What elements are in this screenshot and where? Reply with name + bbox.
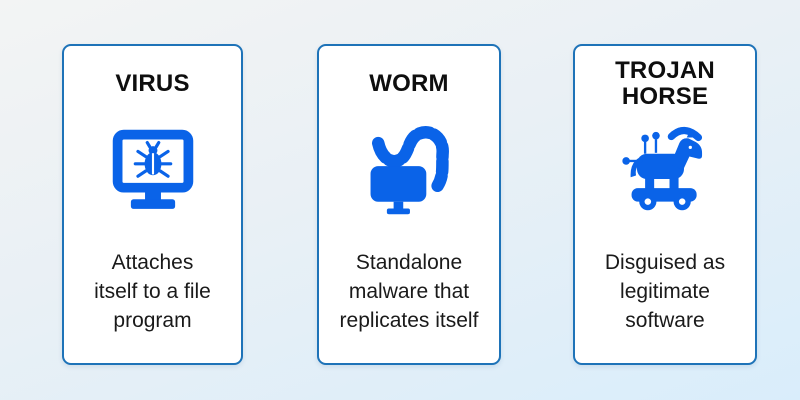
virus-card-description: Attaches itself to a file program — [94, 251, 211, 332]
trojan-horse-card-description: Disguised as legitimate software — [604, 251, 726, 332]
virus-card: VIRUS Attaches itself to a file p — [62, 44, 243, 365]
worm-card-title: WORM — [369, 70, 449, 97]
trojan-horse-icon — [615, 110, 715, 230]
worm-card: WORM Standalone malware that replicates … — [317, 44, 501, 365]
virus-card-title: VIRUS — [115, 70, 190, 97]
trojan-horse-card: TROJAN HORSE — [573, 44, 757, 365]
virus-monitor-bug-icon — [107, 110, 199, 230]
trojan-horse-card-title: TROJAN HORSE — [615, 57, 715, 110]
worm-card-description: Standalone malware that replicates itsel… — [339, 251, 479, 332]
worm-icon — [359, 110, 459, 230]
